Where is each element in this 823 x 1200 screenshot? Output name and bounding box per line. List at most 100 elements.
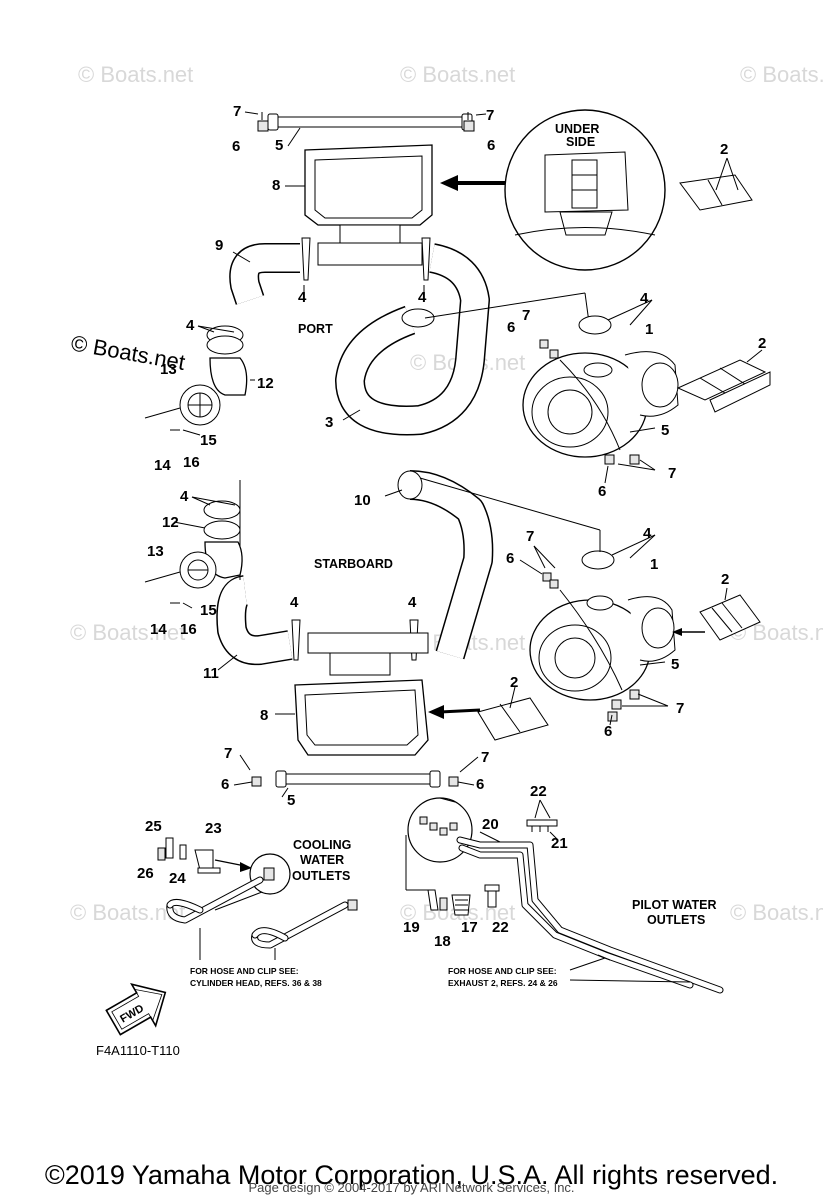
watermark: © Boats.net <box>740 62 823 87</box>
fastener-airbox-starboard[interactable] <box>542 572 640 722</box>
hose-9[interactable] <box>229 243 300 305</box>
flame-arrestor-13-port[interactable] <box>179 384 221 426</box>
callout-23: 23 <box>205 820 222 837</box>
under-side-label: SIDE <box>566 135 595 149</box>
callout-4: 4 <box>408 594 417 611</box>
callout-22: 22 <box>492 919 509 936</box>
fitting-17[interactable] <box>451 894 471 916</box>
label-outlets: OUTLETS <box>292 869 350 883</box>
callout-1: 1 <box>645 321 653 338</box>
clamp-4-airbox-port[interactable] <box>578 315 612 335</box>
clip-4[interactable] <box>421 237 431 281</box>
watermarks: © Boats.net © Boats.net © Boats.net © Bo… <box>69 62 823 925</box>
note-right-line1: FOR HOSE AND CLIP SEE: <box>448 966 557 976</box>
watermark: © Boats.net <box>78 62 193 87</box>
label-water: WATER <box>300 853 344 867</box>
fastener-bottom-left[interactable] <box>251 776 262 787</box>
callout-5: 5 <box>287 792 295 809</box>
elbow-12-port[interactable] <box>206 325 248 396</box>
connector-tube-top[interactable] <box>267 113 473 131</box>
callout-6: 6 <box>487 137 495 154</box>
callout-8: 8 <box>260 707 268 724</box>
fastener-top-right[interactable] <box>463 112 475 132</box>
callout-4: 4 <box>298 289 307 306</box>
arrow-cooling <box>214 859 252 872</box>
fitting-19[interactable] <box>427 889 439 911</box>
hose-3[interactable] <box>335 243 490 436</box>
callout-24: 24 <box>169 870 186 887</box>
callout-2: 2 <box>510 674 518 691</box>
label-starboard: STARBOARD <box>314 557 393 571</box>
callout-6: 6 <box>232 138 240 155</box>
callout-4: 4 <box>643 525 652 542</box>
copyright-notice: ©2019 Yamaha Motor Corporation, U.S.A. A… <box>44 1160 779 1190</box>
callout-7: 7 <box>668 465 676 482</box>
callout-20: 20 <box>482 816 499 833</box>
callout-15: 15 <box>200 602 217 619</box>
callout-7: 7 <box>233 103 241 120</box>
leader-lines <box>173 111 656 786</box>
outlet-fitting-detail <box>263 867 275 881</box>
callout-4: 4 <box>290 594 299 611</box>
under-side-inset: UNDER SIDE <box>504 109 666 271</box>
connector-tube-bottom[interactable] <box>275 770 441 788</box>
fastener-top-left[interactable] <box>257 112 269 132</box>
callout-7: 7 <box>481 749 489 766</box>
callout-7: 7 <box>676 700 684 717</box>
callout-13: 13 <box>147 543 164 560</box>
callout-14: 14 <box>154 457 171 474</box>
fitting-24[interactable] <box>179 844 187 860</box>
air-box-1-port[interactable] <box>522 351 679 458</box>
diagram-code: F4A1110-T110 <box>96 1043 180 1058</box>
cooling-hose-right[interactable] <box>251 901 349 949</box>
silencer-box-starboard[interactable] <box>294 632 429 756</box>
label-port: PORT <box>298 322 333 336</box>
air-box-1-starboard[interactable] <box>529 595 676 701</box>
pad-2-top[interactable] <box>679 174 753 211</box>
callout-10: 10 <box>354 492 371 509</box>
callout-14: 14 <box>150 621 167 638</box>
callout-22: 22 <box>530 783 547 800</box>
fitting-22[interactable] <box>484 884 500 908</box>
fitting-26[interactable] <box>157 847 166 861</box>
callout-7: 7 <box>522 307 530 324</box>
callout-6: 6 <box>476 776 484 793</box>
callout-2: 2 <box>758 335 766 352</box>
silencer-box-port[interactable] <box>304 144 433 266</box>
page-design-notice: Page design © 2004-2017 by ARI Network S… <box>248 1180 575 1195</box>
callout-6: 6 <box>507 319 515 336</box>
arrow-pad-starboard <box>428 705 481 719</box>
cooling-hose-left[interactable] <box>166 876 264 924</box>
watermark: © Boats.net <box>70 620 185 645</box>
fastener-bottom-right[interactable] <box>448 776 459 787</box>
callout-6: 6 <box>598 483 606 500</box>
flame-arrestor-13-starboard[interactable] <box>179 551 217 589</box>
hose-10[interactable] <box>409 470 494 660</box>
note-left-line1: FOR HOSE AND CLIP SEE: <box>190 966 299 976</box>
pad-2-starboard-box[interactable] <box>477 697 549 741</box>
pad-2-airbox-starboard[interactable] <box>699 594 761 641</box>
clip-4[interactable] <box>291 619 301 661</box>
fitting-23[interactable] <box>194 849 221 874</box>
hose-11[interactable] <box>216 575 293 666</box>
callout-3: 3 <box>325 414 333 431</box>
pad-2-right-port[interactable] <box>676 359 771 413</box>
callout-2: 2 <box>721 571 729 588</box>
callout-5: 5 <box>671 656 679 673</box>
fitting-21[interactable] <box>526 819 558 832</box>
callout-25: 25 <box>145 818 162 835</box>
callout-6: 6 <box>506 550 514 567</box>
pilot-hose-20[interactable] <box>456 836 724 994</box>
callout-11: 11 <box>203 665 219 682</box>
callout-1: 1 <box>650 556 658 573</box>
fastener-airbox-port[interactable] <box>539 339 640 465</box>
clamp-4-airbox-starboard[interactable] <box>581 550 615 570</box>
note-left-line2: CYLINDER HEAD, REFS. 36 & 38 <box>190 978 322 988</box>
callout-13: 13 <box>160 361 177 378</box>
clip-4[interactable] <box>301 237 311 281</box>
callout-4: 4 <box>186 317 195 334</box>
fitting-18[interactable] <box>439 897 448 911</box>
fitting-25[interactable] <box>165 837 174 859</box>
callout-7: 7 <box>486 107 494 124</box>
arrow-airbox-pad <box>672 628 705 636</box>
